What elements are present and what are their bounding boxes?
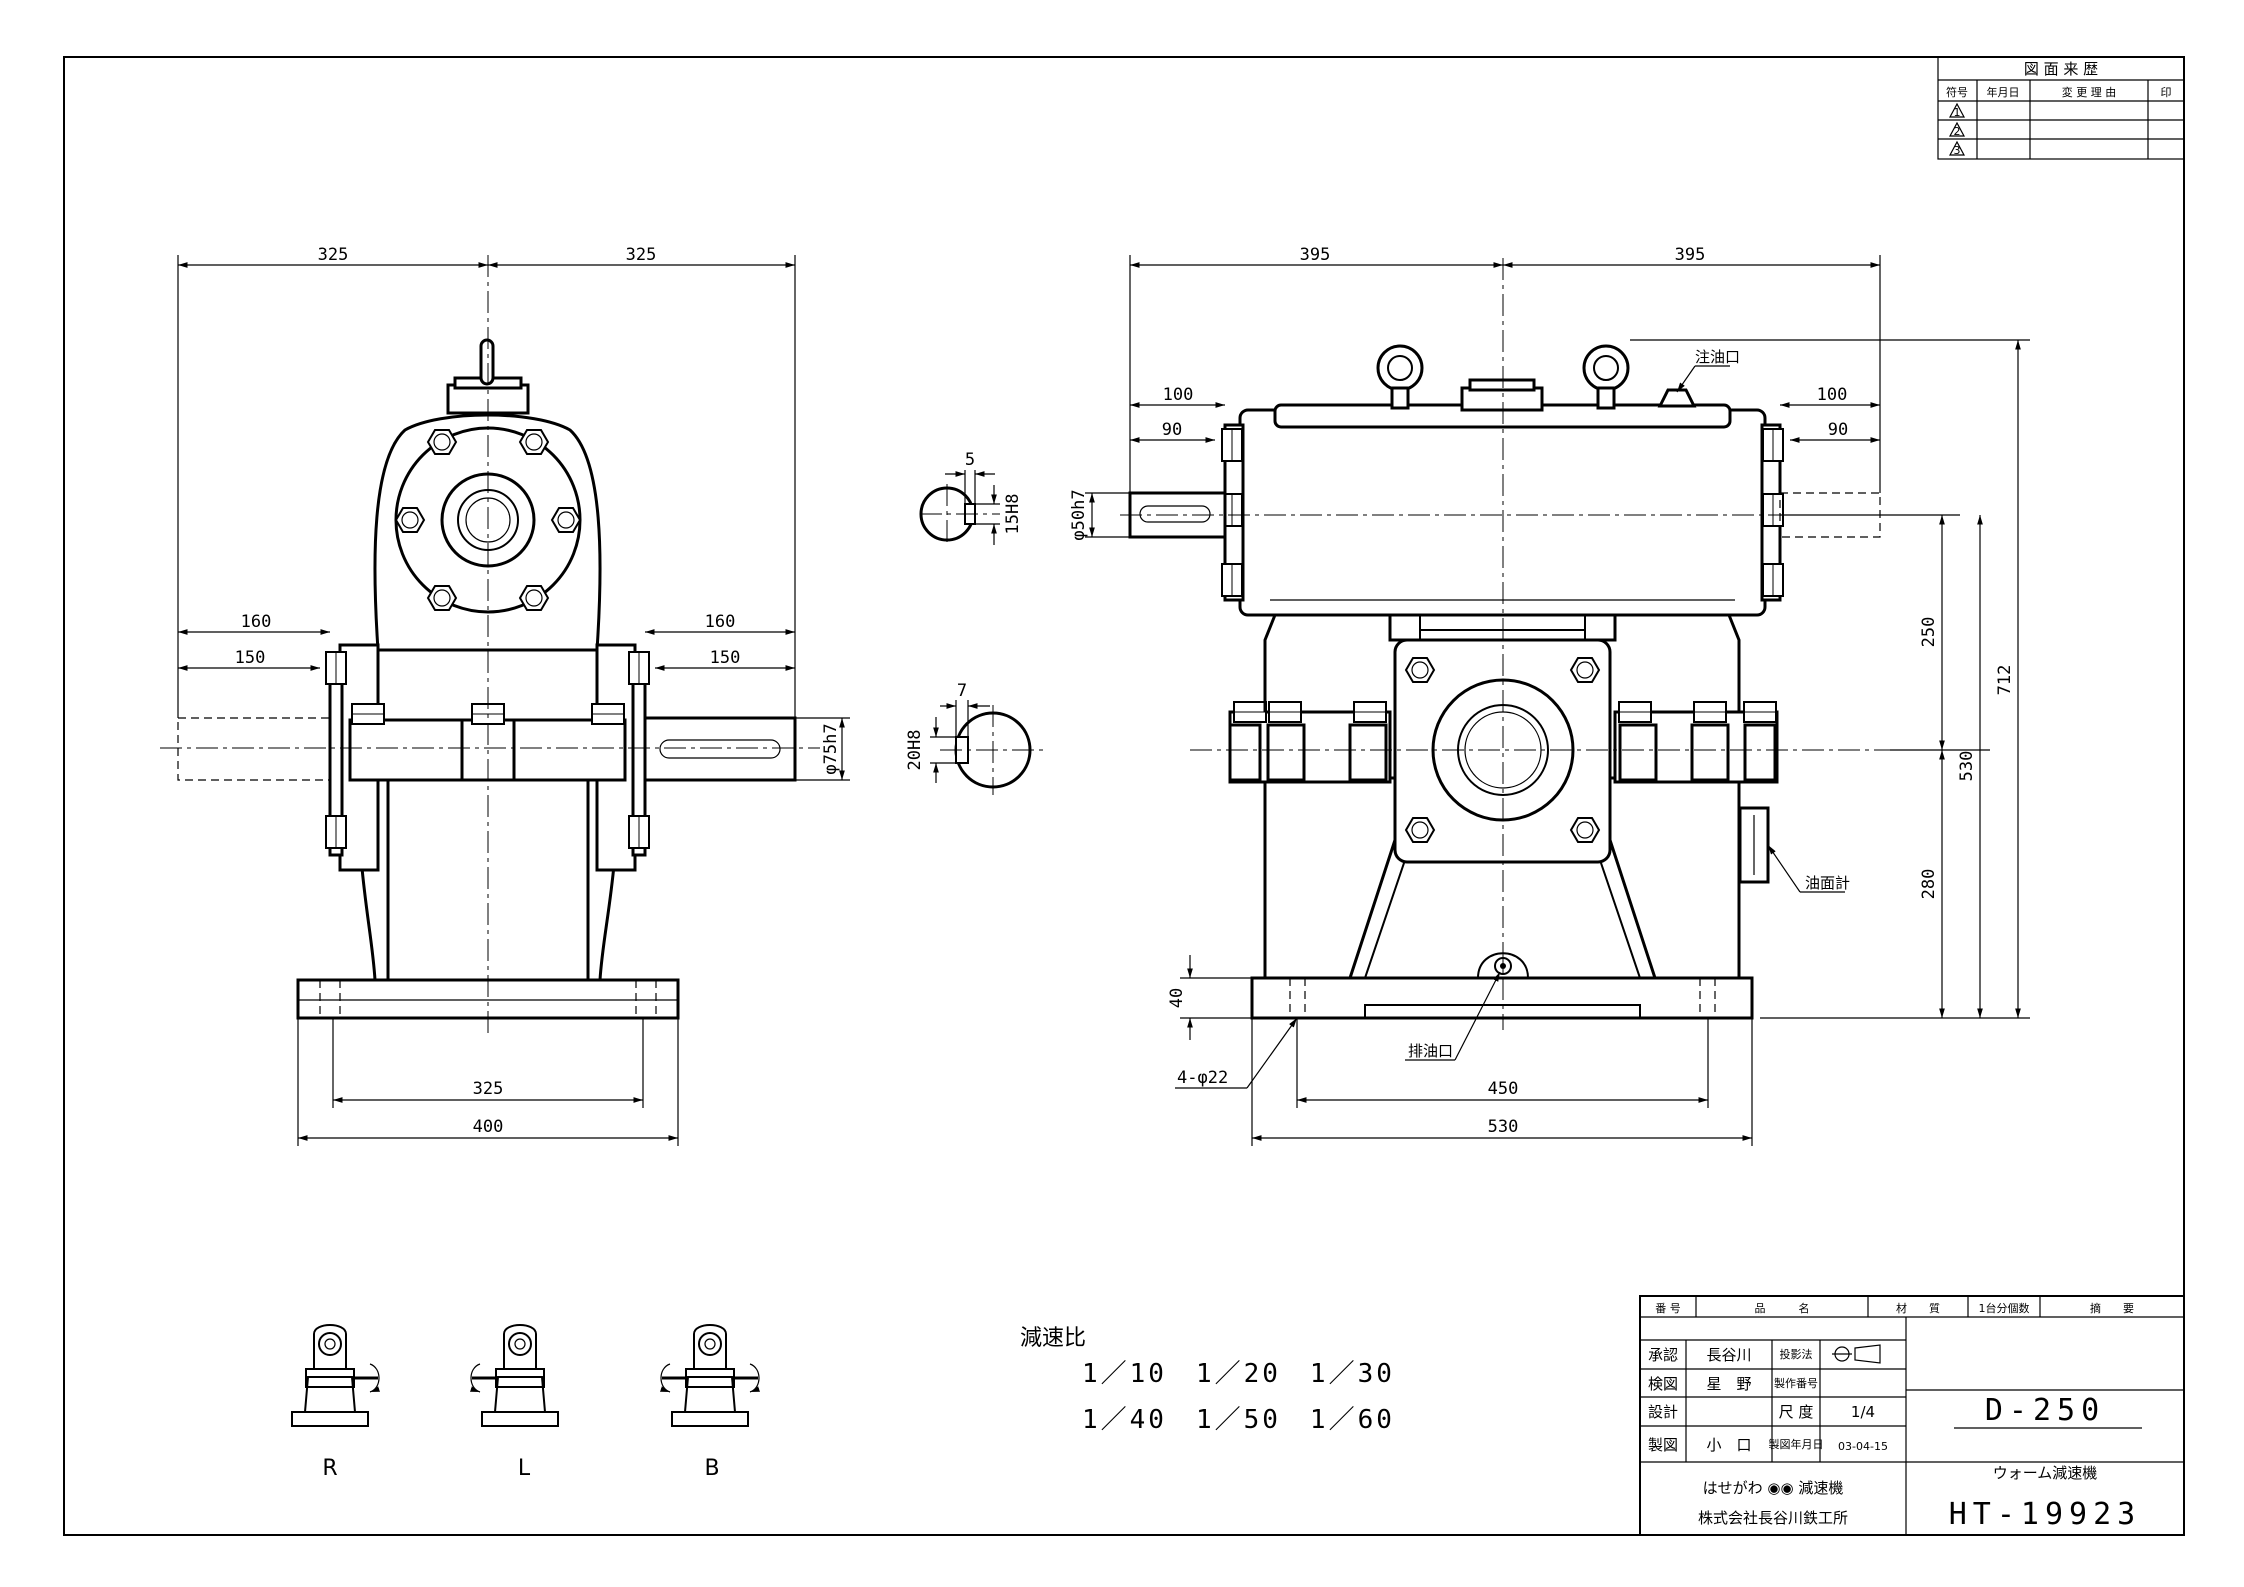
revision-table: 図 面 来 歴 符号 年月日 変 更 理 由 印 1 2 3 — [1937, 56, 2185, 160]
arrangement-r — [291, 1324, 381, 1427]
tb-value-scale: 1/4 — [1851, 1403, 1875, 1421]
title-block: 番 号 品 名 材 質 1台分個数 摘 要 承認 長谷川 投影法 検図 星 野 … — [1639, 1295, 2185, 1536]
dim-front-90-right: 90 — [1828, 420, 1848, 440]
tb-field-job-number: 製作番号 — [1774, 1376, 1818, 1390]
dim-front-100-right: 100 — [1817, 385, 1848, 405]
callout-oil-drain: 排油口 — [1408, 1042, 1453, 1060]
side-output-shaft — [643, 716, 797, 782]
tb-header-name: 品 名 — [1755, 1301, 1810, 1315]
callout-oil-gauge: 油面計 — [1805, 874, 1850, 892]
arrangement-label-b: B — [704, 1456, 719, 1481]
dim-front-shaft-dia: φ50h7 — [1069, 489, 1089, 540]
arrangement-l — [469, 1324, 559, 1427]
tb-header-remarks: 摘 要 — [2090, 1301, 2134, 1315]
dim-side-150-left: 150 — [235, 648, 266, 668]
dim-front-250: 250 — [1919, 617, 1939, 648]
tb-role-draft: 製図 — [1648, 1436, 1678, 1454]
reduction-row-2: 1／40 1／50 1／60 — [1082, 1405, 1395, 1435]
tb-field-scale: 尺 度 — [1779, 1403, 1814, 1421]
dim-front-base-pitch: 450 — [1488, 1079, 1519, 1099]
tb-field-draft-date: 製図年月日 — [1769, 1437, 1824, 1451]
revision-symbol-1: 1 — [1948, 102, 1966, 119]
revision-symbol-3: 3 — [1948, 140, 1966, 157]
projection-symbol-icon — [1832, 1344, 1881, 1364]
svg-text:1: 1 — [1954, 106, 1961, 119]
tb-header-quantity: 1台分個数 — [1979, 1301, 2030, 1315]
dim-front-530: 530 — [1957, 751, 1977, 782]
reduction-row-1: 1／10 1／20 1／30 — [1082, 1359, 1395, 1389]
dim-side-base-width: 400 — [473, 1117, 504, 1137]
tb-header-material: 材 質 — [1896, 1301, 1940, 1315]
dim-front-90-left: 90 — [1162, 420, 1182, 440]
dim-front-100-left: 100 — [1163, 385, 1194, 405]
tb-person-approve: 長谷川 — [1706, 1346, 1751, 1364]
svg-text:3: 3 — [1954, 144, 1961, 157]
front-view — [1120, 258, 1890, 1030]
arrangement-label-l: L — [518, 1456, 531, 1481]
side-view — [160, 255, 820, 1035]
dim-side-shaft-dia: φ75h7 — [821, 723, 841, 774]
dim-front-712: 712 — [1995, 665, 2015, 696]
svg-text:2: 2 — [1954, 125, 1961, 138]
tb-header-number: 番 号 — [1655, 1302, 1681, 1315]
tb-role-approve: 承認 — [1648, 1346, 1678, 1364]
dim-key-large-width: 7 — [957, 681, 967, 701]
arrangement-label-r: R — [322, 1456, 337, 1481]
reduction-label: 減速比 — [1020, 1326, 1086, 1351]
dim-front-base-thickness: 40 — [1167, 988, 1187, 1008]
dim-key-large-fit: 20H8 — [905, 730, 925, 771]
tb-role-design: 設計 — [1648, 1403, 1678, 1421]
dim-side-base-pitch: 325 — [473, 1079, 504, 1099]
revision-header-date: 年月日 — [1987, 85, 2020, 99]
dim-front-holes: 4-φ22 — [1177, 1068, 1228, 1088]
tb-company: 株式会社長谷川鉄工所 — [1698, 1509, 1848, 1527]
dim-side-325-left: 325 — [318, 245, 349, 265]
keyway-detail-large: 7 20H8 — [905, 681, 1045, 795]
drawing-border — [63, 56, 2185, 1536]
dim-front-395-right: 395 — [1675, 245, 1706, 265]
dim-side-160-left: 160 — [241, 612, 272, 632]
revision-header-reason: 変 更 理 由 — [2062, 85, 2117, 99]
callouts: 注油口 油面計 排油口 — [1405, 348, 1850, 1061]
dim-side-160-right: 160 — [705, 612, 736, 632]
dim-key-small-width: 5 — [965, 450, 975, 470]
side-view-dimensions: 325 325 160 150 160 150 φ75h7 325 400 — [177, 245, 850, 1146]
tb-product-code: D-250 — [1985, 1393, 2105, 1428]
dim-side-325-right: 325 — [626, 245, 657, 265]
dim-key-small-fit: 15H8 — [1003, 494, 1023, 535]
revision-symbol-2: 2 — [1948, 121, 1966, 138]
dim-side-150-right: 150 — [710, 648, 741, 668]
front-base — [1250, 976, 1754, 1020]
eyebolt-right — [1582, 344, 1630, 410]
tb-person-draft: 小 口 — [1706, 1436, 1751, 1454]
keyway-detail-small: 5 15H8 — [919, 450, 1023, 545]
tb-value-draft-date: 03-04-15 — [1838, 1440, 1888, 1453]
tb-brand: はせがわ ◉◉ 減速機 — [1703, 1479, 1844, 1497]
dim-front-395-left: 395 — [1300, 245, 1331, 265]
callout-oil-fill: 注油口 — [1695, 348, 1740, 366]
eyebolt-left — [1376, 344, 1424, 410]
arrangement-b — [659, 1324, 761, 1427]
revision-header-symbol: 符号 — [1946, 86, 1968, 99]
tb-role-check: 検図 — [1648, 1375, 1678, 1393]
front-view-dimensions: 395 395 100 90 100 90 φ50h7 250 280 530 … — [1069, 245, 2030, 1146]
tb-product-name: ウォーム減速機 — [1993, 1464, 2098, 1482]
dim-front-280: 280 — [1919, 869, 1939, 900]
revision-header-seal: 印 — [2161, 86, 2172, 99]
dim-front-base-length: 530 — [1488, 1117, 1519, 1137]
tb-field-projection: 投影法 — [1780, 1347, 1813, 1361]
tb-drawing-number: HT-19923 — [1949, 1497, 2142, 1532]
tb-person-check: 星 野 — [1706, 1375, 1751, 1393]
revision-title: 図 面 来 歴 — [2024, 60, 2098, 78]
